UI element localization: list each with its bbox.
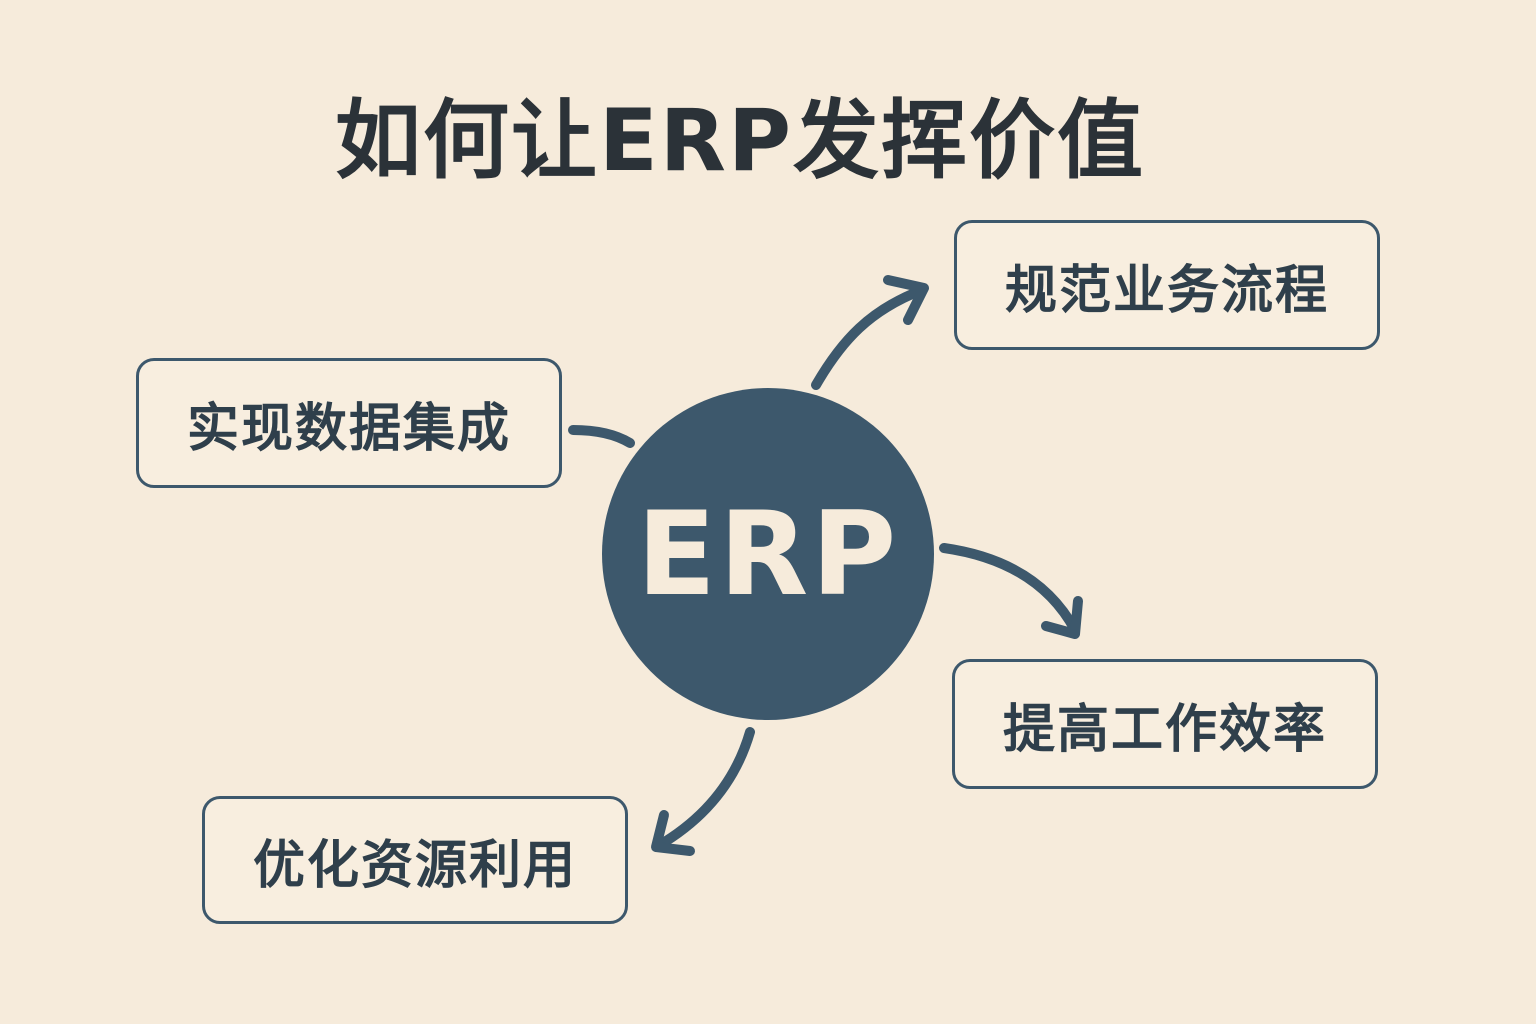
node-standardize-process: 规范业务流程 — [954, 220, 1380, 350]
erp-hub-circle: ERP — [602, 388, 934, 720]
node-label: 优化资源利用 — [252, 835, 577, 896]
hub-label: ERP — [636, 486, 900, 622]
page-title: 如何让ERP发挥价值 — [335, 91, 1145, 191]
arrow-head-resource — [651, 810, 695, 856]
arrow-head-efficiency — [1041, 596, 1083, 639]
arrow-to-efficiency-box — [939, 543, 1080, 635]
connector-to-data-box — [568, 425, 635, 448]
arrow-to-process-box — [811, 285, 927, 390]
node-improve-efficiency: 提高工作效率 — [952, 659, 1378, 789]
node-data-integration: 实现数据集成 — [136, 358, 562, 488]
node-label: 提高工作效率 — [1002, 699, 1327, 760]
node-optimize-resources: 优化资源利用 — [202, 796, 628, 924]
node-label: 规范业务流程 — [1004, 260, 1329, 321]
arrow-to-resource-box — [653, 727, 755, 851]
node-label: 实现数据集成 — [186, 398, 511, 459]
arrow-head-process — [883, 275, 929, 325]
